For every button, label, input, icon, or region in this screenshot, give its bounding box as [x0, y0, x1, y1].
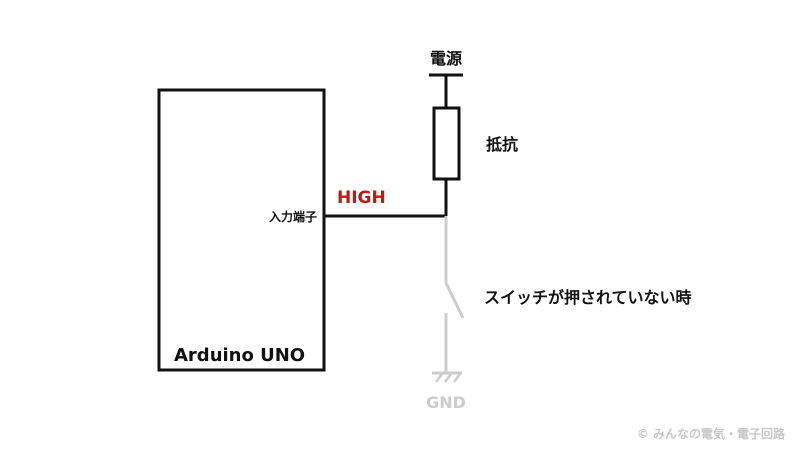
gnd-label: GND	[426, 393, 466, 412]
power-label: 電源	[430, 49, 462, 68]
switch-blade	[444, 282, 465, 319]
switch-state-label: スイッチが押されていない時	[484, 288, 692, 307]
input-pin-label: 入力端子	[269, 209, 317, 224]
copyright-text: © みんなの電気・電子回路	[637, 426, 786, 441]
resistor	[432, 106, 461, 181]
arduino-board-box	[157, 88, 326, 372]
resistor-label: 抵抗	[486, 135, 518, 154]
ground-symbol	[432, 371, 462, 383]
board-label: Arduino UNO	[174, 345, 305, 366]
high-label: HIGH	[337, 188, 386, 208]
